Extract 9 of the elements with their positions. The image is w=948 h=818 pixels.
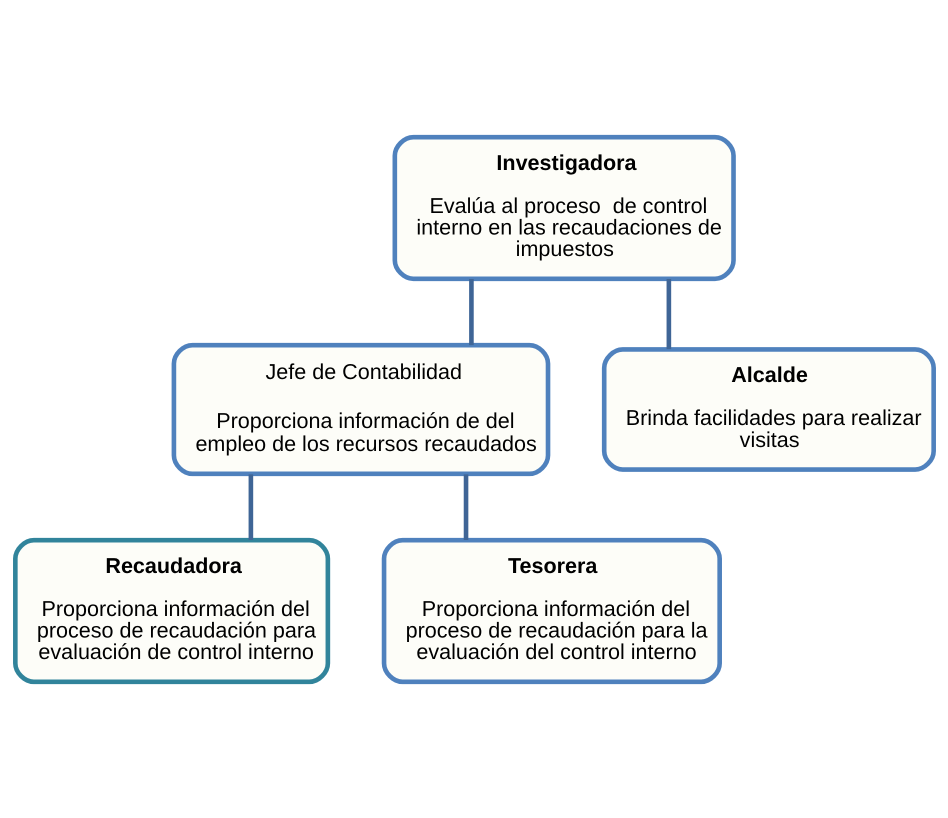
node-box: Investigadora Evalúa al proceso de control interno en las recaudaciones de impuestos: [392, 134, 736, 281]
connector: [248, 474, 253, 540]
node-box: Recaudadora Proporciona información del proceso de recaudación para evaluación de control interno: [12, 537, 330, 684]
connector: [463, 474, 468, 540]
node-box: Tesorera Proporciona información del proceso de recaudación para la evaluación del control interno: [381, 537, 722, 684]
connector: [666, 278, 671, 349]
connector: [468, 278, 474, 345]
node-box: Alcalde Brinda facilidades para realizar visitas: [601, 346, 936, 472]
node-box: Jefe de Contabilidad Proporciona información de del empleo de los recursos recaudados: [171, 342, 550, 476]
